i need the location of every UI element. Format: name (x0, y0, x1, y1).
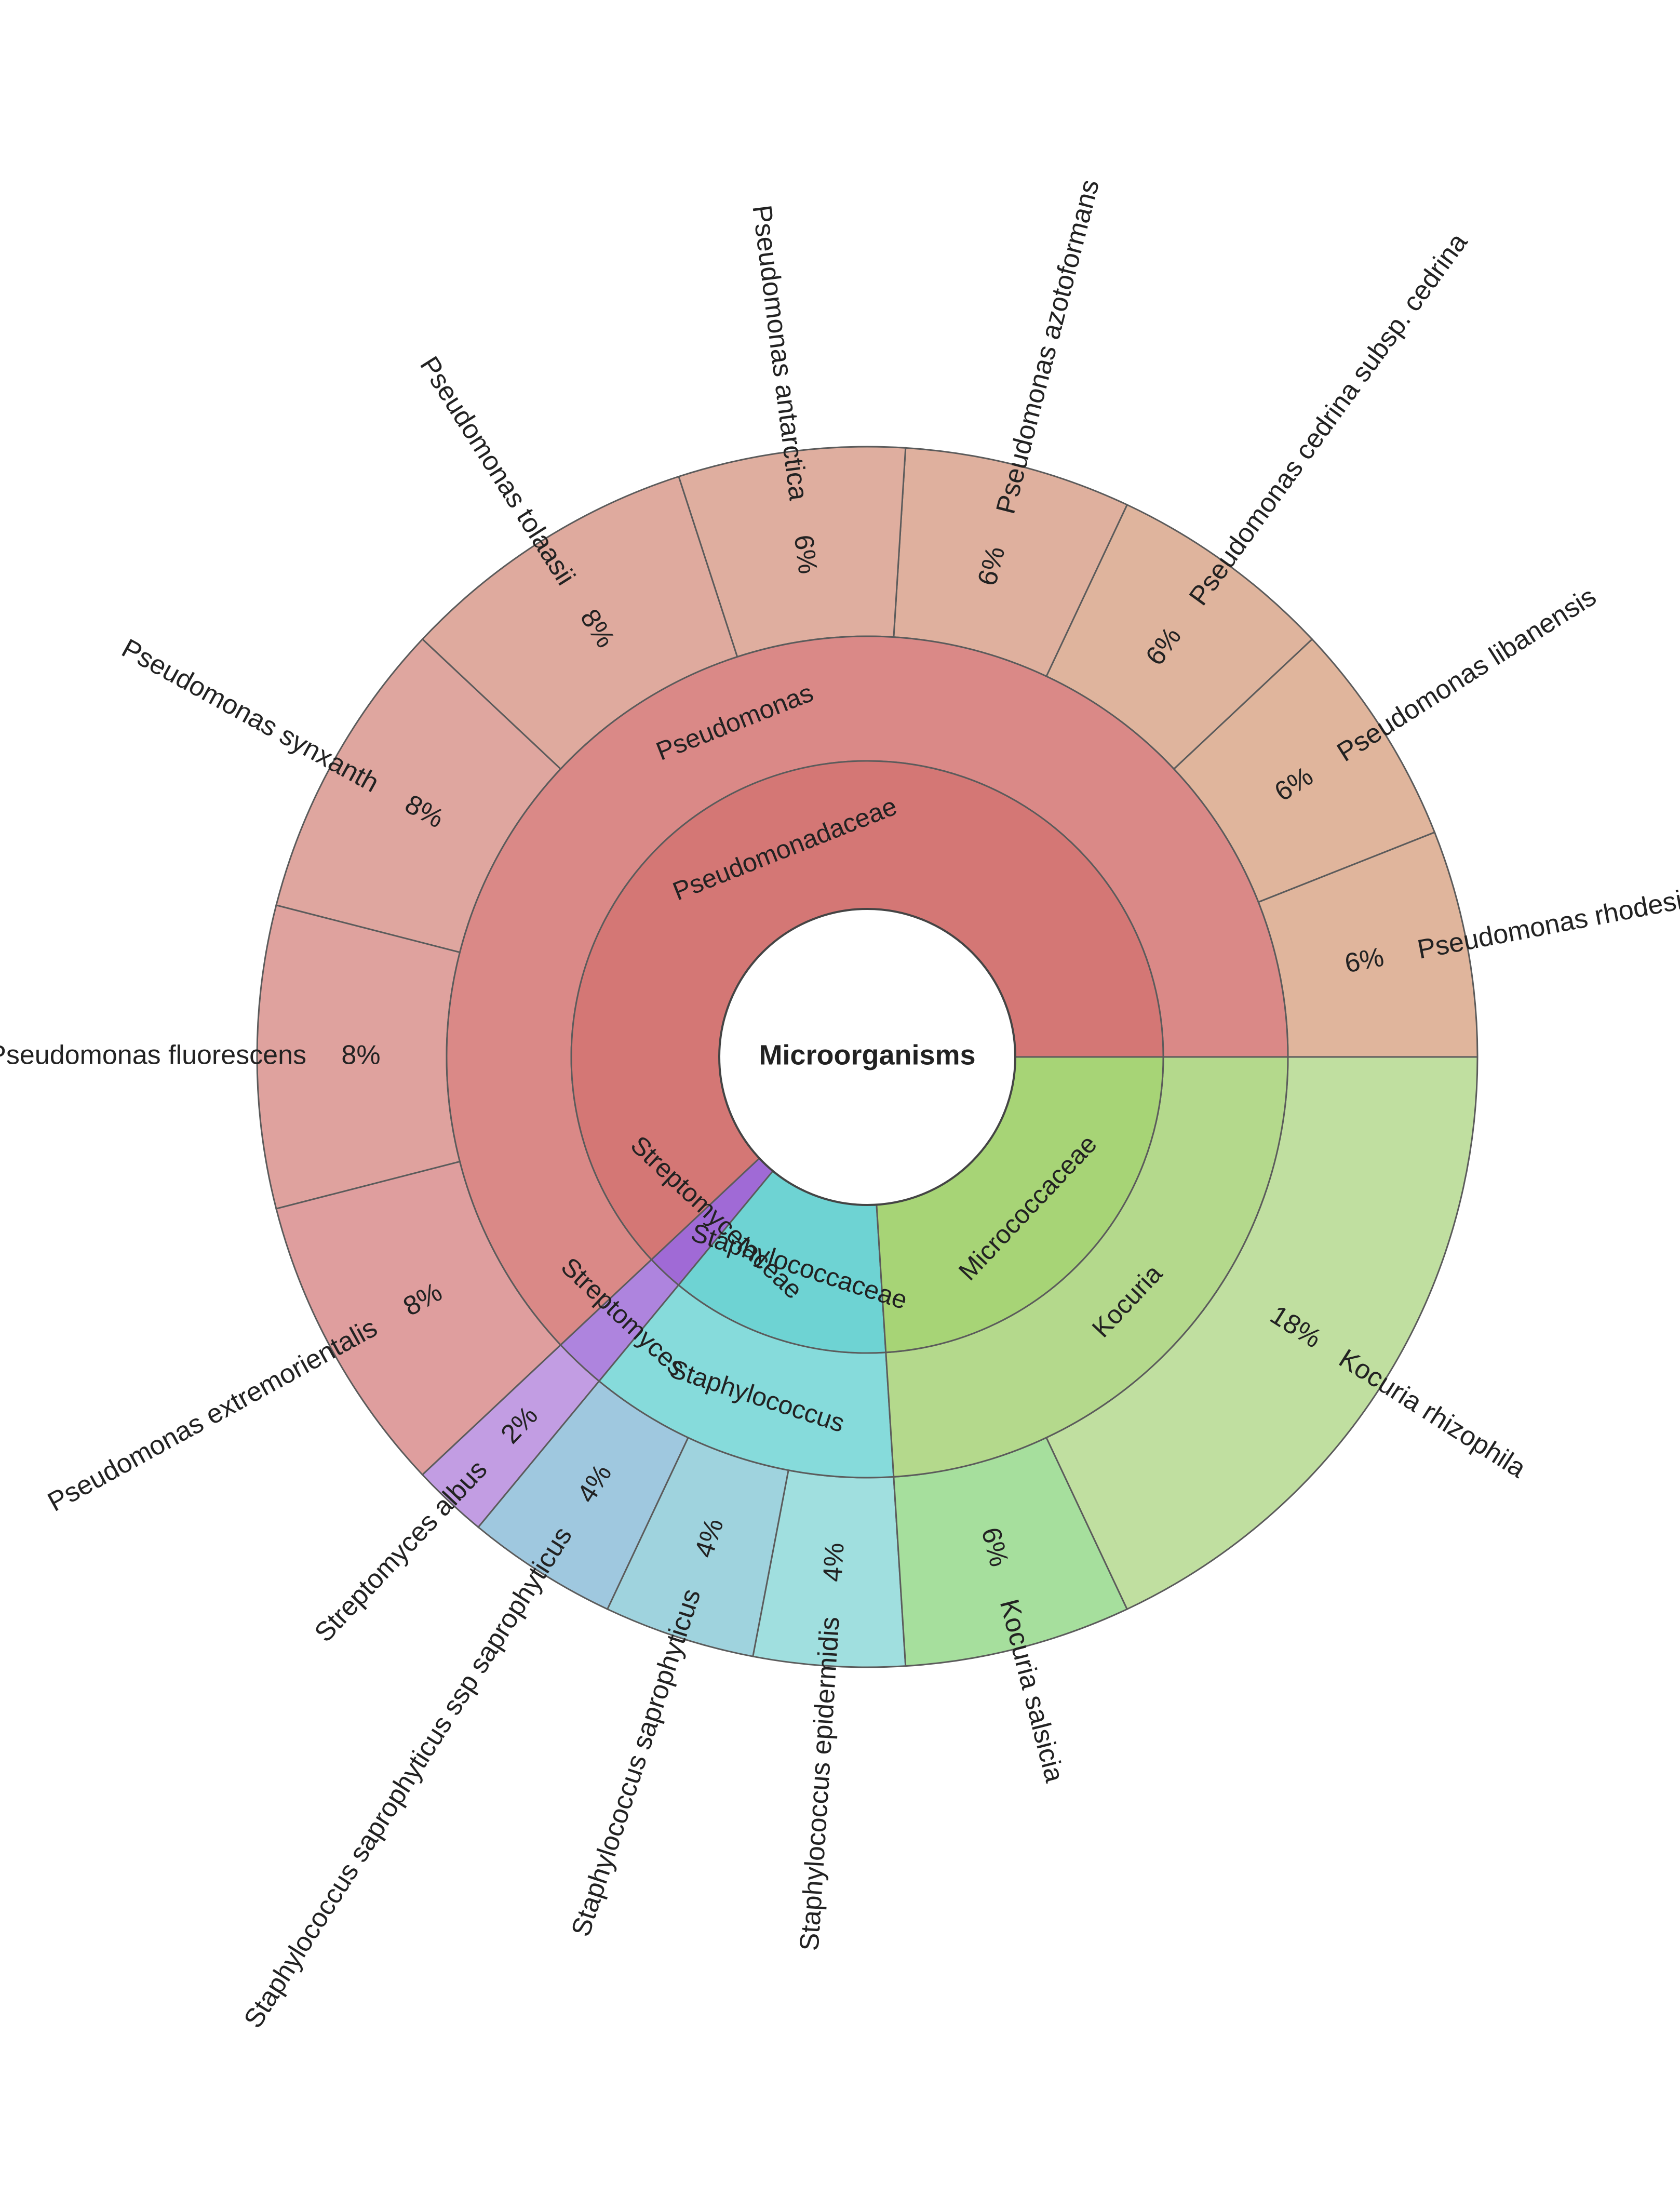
species-label-pseudomonas-libanensis: Pseudomonas libanensis (1332, 581, 1602, 768)
species-label-pseudomonas-synxanth: Pseudomonas synxanth (117, 633, 384, 798)
chart-title: Microorganisms (759, 1039, 975, 1070)
species-label-streptomyces-albus: Streptomyces albus (309, 1454, 493, 1648)
species-percent-staphylococcus-epidermidis: 4% (817, 1542, 850, 1583)
species-label-staphylococcus-epidermidis: Staphylococcus epidermidis (795, 1616, 845, 1952)
species-label-pseudomonas-tolaasii: Pseudomonas tolaasii (414, 351, 581, 591)
species-percent-pseudomonas-antarctica: 6% (788, 533, 823, 575)
species-percent-pseudomonas-rhodesiae: 6% (1342, 942, 1387, 979)
sunburst-rings (256, 446, 1479, 1668)
species-percent-pseudomonas-fluorescens: 8% (341, 1040, 380, 1070)
species-label-staphylococcus-saprophyticus-ssp-saprophyticus: Staphylococcus saprophyticus ssp saproph… (238, 1522, 579, 2033)
species-label-pseudomonas-azotoformans: Pseudomonas azotoformans (990, 177, 1105, 517)
species-label-pseudomonas-cedrina-subsp-cedrina: Pseudomonas cedrina subsp. cedrina (1184, 227, 1473, 611)
species-label-staphylococcus-saprophyticus: Staphylococcus saprophyticus (566, 1585, 706, 1940)
species-label-pseudomonas-extremorientalis: Pseudomonas extremorientalis (43, 1312, 382, 1518)
species-label-pseudomonas-fluorescens: Pseudomonas fluorescens (0, 1040, 306, 1070)
center-circle (718, 908, 1016, 1206)
